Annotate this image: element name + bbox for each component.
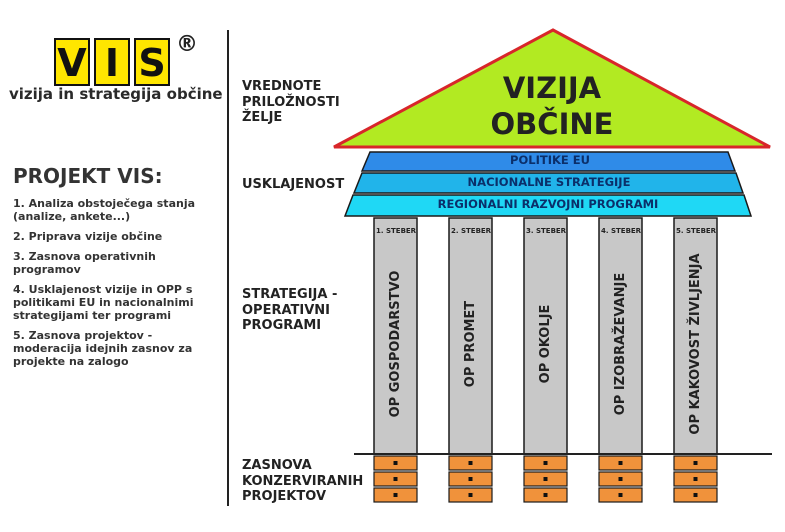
label-values-line: ŽELJE — [242, 110, 283, 125]
pillar-5 — [673, 217, 718, 455]
band-politike-eu — [360, 151, 737, 172]
label-values: VREDNOTE PRILOŽNOSTI ŽELJE — [242, 79, 340, 126]
label-strategy-line: STRATEGIJA - — [242, 287, 338, 302]
project-step: 1. Analiza obstoječega stanja (analize, … — [13, 197, 196, 223]
pillar-5-steber-label: 5. STEBER — [676, 227, 717, 235]
project-steps-list: 1. Analiza obstoječega stanja (analize, … — [13, 197, 223, 375]
brick-dot — [393, 493, 398, 497]
brick-dot — [693, 477, 698, 481]
pillar-3-title: OP OKOLJE — [538, 304, 553, 384]
band-nacionalne-strategije — [352, 172, 745, 194]
brick-dot — [543, 461, 548, 465]
registered-mark: ® — [176, 32, 198, 57]
pillar-4 — [598, 217, 643, 455]
project-step: 3. Zasnova operativnih programov — [13, 250, 156, 276]
label-projects-line: KONZERVIRANIH — [242, 473, 364, 489]
pillar-5-title: OP KAKOVOST ŽIVLJENJA — [688, 253, 703, 435]
label-alignment: USKLAJENOST — [242, 177, 345, 192]
logo-letter-v: V — [54, 38, 90, 86]
brick-dot — [393, 461, 398, 465]
pillar-1-title: OP GOSPODARSTVO — [388, 270, 403, 418]
brick-dot — [393, 477, 398, 481]
brick-dot — [468, 461, 473, 465]
pillar-4-title: OP IZOBRAŽEVANJE — [613, 272, 628, 416]
pillar-3-steber-label: 3. STEBER — [526, 227, 567, 235]
roof-title-line: OBČINE — [490, 107, 614, 141]
band-label-nacionalne: NACIONALNE STRATEGIJE — [467, 175, 631, 189]
pillar-1-steber-label: 1. STEBER — [376, 227, 417, 235]
label-values-line: PRILOŽNOSTI — [242, 94, 340, 110]
label-strategy-line: PROGRAMI — [242, 318, 322, 333]
logo-letter-i: I — [94, 38, 130, 86]
pillar-2-title: OP PROMET — [463, 300, 478, 388]
brick-dot — [693, 461, 698, 465]
pillar-4-steber-label: 4. STEBER — [601, 227, 642, 235]
pillar-1 — [373, 217, 418, 455]
label-strategy: STRATEGIJA - OPERATIVNI PROGRAMI — [242, 287, 337, 334]
label-values-line: VREDNOTE — [242, 79, 322, 94]
band-regionalni-programi — [343, 194, 753, 217]
logo-tagline: vizija in strategija občine — [9, 85, 223, 103]
brick-dot — [543, 477, 548, 481]
label-projects-line: ZASNOVA — [242, 458, 312, 473]
bricks-group — [373, 455, 718, 503]
label-strategy-line: OPERATIVNI — [242, 302, 331, 318]
brick-dot — [618, 493, 623, 497]
band-label-politike-eu: POLITIKE EU — [510, 153, 590, 167]
project-step: 4. Usklajenost vizije in OPP s politikam… — [13, 283, 194, 322]
vis-logo: V I S — [54, 38, 170, 88]
brick-dot — [693, 493, 698, 497]
project-step: 5. Zasnova projektov - moderacija idejni… — [13, 329, 193, 368]
band-label-regionalni: REGIONALNI RAZVOJNI PROGRAMI — [437, 197, 659, 211]
pillars-group — [373, 217, 718, 455]
brick-dot — [618, 477, 623, 481]
logo-letter-s: S — [134, 38, 170, 86]
pillar-3 — [523, 217, 568, 455]
brick-dot — [468, 493, 473, 497]
brick-dot — [543, 493, 548, 497]
project-step: 2. Priprava vizije občine — [13, 230, 163, 243]
brick-dot — [618, 461, 623, 465]
brick-dot — [468, 477, 473, 481]
pillar-2-steber-label: 2. STEBER — [451, 227, 492, 235]
roof-triangle — [333, 28, 771, 149]
pillar-2 — [448, 217, 493, 455]
vertical-divider — [227, 30, 229, 506]
label-projects: ZASNOVA KONZERVIRANIH PROJEKTOV — [242, 458, 363, 505]
label-projects-line: PROJEKTOV — [242, 489, 327, 504]
roof-title: VIZIJA OBČINE — [452, 70, 652, 142]
project-title: PROJEKT VIS: — [13, 164, 163, 188]
roof-title-line: VIZIJA — [502, 71, 602, 105]
